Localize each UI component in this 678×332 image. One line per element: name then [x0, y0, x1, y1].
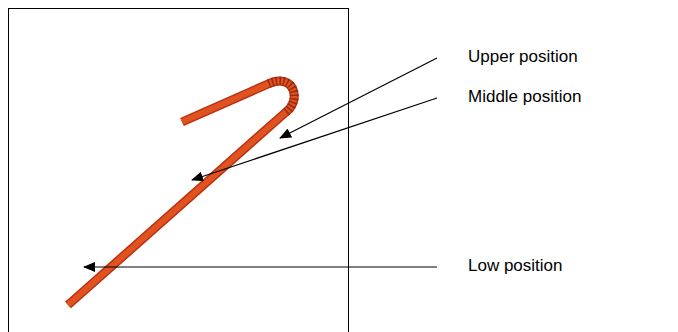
leader-line: [84, 266, 437, 267]
callout-label: Upper position: [468, 47, 578, 67]
callout-label: Low position: [468, 256, 563, 276]
straw-illustration: [68, 81, 294, 305]
straw-ribs: [268, 81, 294, 112]
callout-label: Middle position: [468, 87, 581, 107]
leader-line: [280, 58, 437, 138]
leader-line: [192, 98, 437, 180]
frame: [9, 9, 349, 332]
